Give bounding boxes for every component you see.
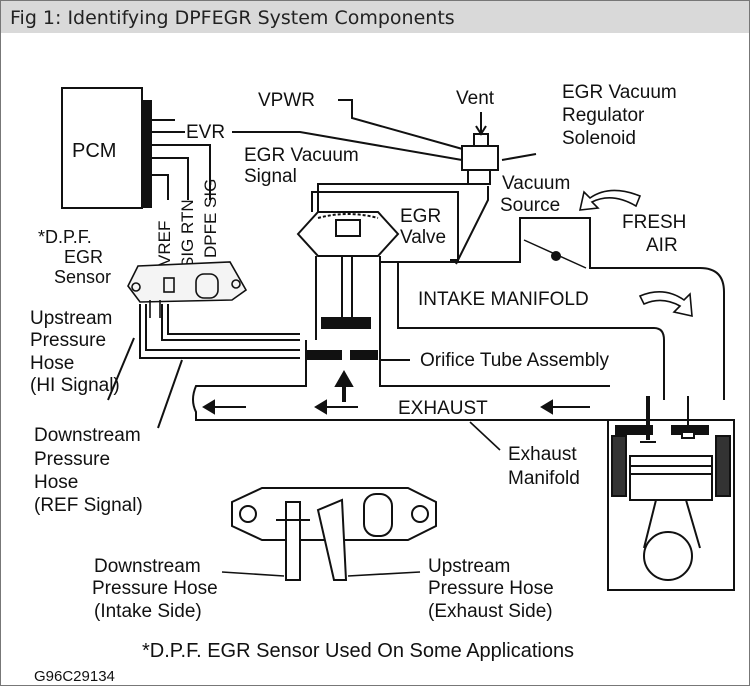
fresh-air-label-2: AIR (646, 235, 678, 256)
pressure-hoses (107, 304, 300, 429)
vent-label: Vent (456, 88, 495, 109)
exhaust-passage (192, 340, 610, 421)
footnote: *D.P.F. EGR Sensor Used On Some Applicat… (142, 640, 574, 662)
egr-valve-label-1: EGR (400, 206, 441, 227)
figure-id: G96C29134 (34, 668, 115, 685)
figure-title: Fig 1: Identifying DPFEGR System Compone… (10, 7, 455, 29)
exhaust-manifold-label-2: Manifold (508, 468, 580, 489)
egr-vac-signal-label-2: Signal (244, 166, 297, 187)
dpf-egr-sensor (127, 261, 248, 318)
intake-manifold (380, 217, 725, 400)
intake-flow-arrow (638, 291, 693, 318)
egr-valve-label-2: Valve (400, 227, 446, 248)
engine-cylinder (607, 396, 735, 591)
fresh-air-label-1: FRESH (622, 212, 686, 233)
vacuum-source-label-2: Source (500, 195, 560, 216)
orifice-tube (306, 350, 410, 361)
upstream-label-4: (HI Signal) (30, 375, 120, 396)
intake-manifold-label: INTAKE MANIFOLD (418, 289, 589, 310)
exhaust-manifold-label-1: Exhaust (508, 444, 577, 465)
ds-hose-pointer (221, 571, 285, 577)
dpfe-sensor-detail (231, 487, 437, 581)
exhaust-manifold-pointer (469, 421, 501, 451)
evr-reg-label-2: Regulator (562, 105, 645, 126)
ds-hose-label-2: Pressure Hose (92, 578, 218, 599)
pcm-module: PCM (61, 87, 152, 209)
sig-rtn-label: SIG RTN (178, 199, 197, 268)
egr-vac-signal-label-1: EGR Vacuum (244, 145, 359, 166)
vref-label: VREF (155, 221, 174, 266)
upstream-label-2: Pressure (30, 330, 106, 351)
dpf-sensor-label-1: *D.P.F. (38, 227, 92, 247)
us-hose-label-2: Pressure Hose (428, 578, 554, 599)
vacuum-source-label-1: Vacuum (502, 173, 570, 194)
downstream-label-2: Pressure (34, 449, 110, 470)
orifice-tube-label: Orifice Tube Assembly (420, 350, 610, 371)
us-hose-label-3: (Exhaust Side) (428, 601, 553, 622)
downstream-label-1: Downstream (34, 425, 141, 446)
ds-hose-label-3: (Intake Side) (94, 601, 202, 622)
evr-reg-label-1: EGR Vacuum (562, 82, 677, 103)
upstream-label-3: Hose (30, 353, 74, 374)
vpwr-label: VPWR (258, 90, 315, 111)
evr-label: EVR (186, 122, 225, 143)
dpf-sensor-label-3: Sensor (54, 267, 111, 287)
downstream-label-4: (REF Signal) (34, 495, 143, 516)
ds-hose-label-1: Downstream (94, 556, 201, 577)
evr-solenoid (461, 112, 537, 185)
us-hose-label-1: Upstream (428, 556, 510, 577)
dpf-sensor-label-2: EGR (64, 247, 103, 267)
downstream-label-3: Hose (34, 472, 78, 493)
egr-valve (296, 211, 400, 340)
evr-reg-label-3: Solenoid (562, 128, 636, 149)
pcm-wires (152, 99, 467, 200)
exhaust-label: EXHAUST (398, 398, 488, 419)
us-hose-pointer (347, 571, 421, 577)
pcm-label: PCM (72, 140, 116, 162)
figure-header: Fig 1: Identifying DPFEGR System Compone… (1, 1, 749, 33)
upstream-label-1: Upstream (30, 308, 112, 329)
dpfe-sig-label: DPFE SIG (201, 179, 220, 258)
fresh-air-arrow (578, 189, 642, 211)
